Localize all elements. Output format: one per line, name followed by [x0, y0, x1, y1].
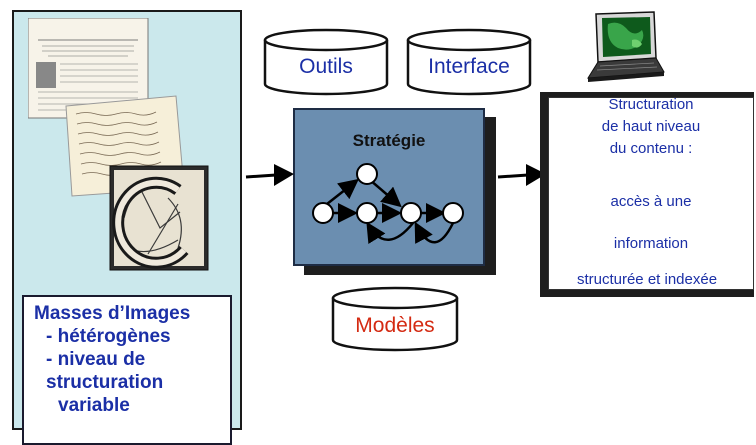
caption-title: Masses d’Images: [34, 303, 191, 324]
cylinder-icon: [406, 28, 532, 96]
cylinder-icon: [331, 286, 459, 352]
arrow-right-icon: [245, 164, 294, 186]
state-graph-icon: [312, 163, 464, 245]
models-database-cylinder: Modèles: [330, 286, 460, 352]
output-line-6: structurée et indexée: [576, 271, 718, 288]
structured-output-box: Structuration de haut niveau du contenu …: [548, 96, 754, 290]
output-line-2: de haut niveau: [601, 118, 701, 135]
output-line-5: information: [613, 235, 689, 252]
laptop-icon: [587, 11, 665, 82]
strategy-title: Stratégie: [352, 131, 426, 150]
cylinder-icon: [263, 28, 389, 96]
interface-database-cylinder: Interface: [405, 28, 533, 96]
output-line-1: Structuration: [608, 96, 694, 113]
interface-label: Interface: [428, 55, 510, 78]
arrow-right-icon: [497, 164, 546, 186]
models-label: Modèles: [355, 314, 435, 337]
tools-label: Outils: [299, 55, 353, 78]
caption-item-level: - niveau de: [46, 349, 146, 370]
caption-item-heterogeneous: - hétérogènes: [46, 326, 171, 347]
illuminated-initial-c-image: [109, 165, 209, 271]
output-line-4: accès à une: [610, 193, 692, 210]
document-images-illustration: [28, 18, 209, 271]
vesalius-book-page-image: [28, 18, 149, 119]
caption-item-structuration: structuration: [46, 372, 164, 393]
caption-item-variable: variable: [58, 395, 130, 416]
strategy-box: Stratégie: [293, 108, 485, 266]
image-mass-caption: Masses d’Images - hétérogènes - niveau d…: [22, 295, 232, 445]
output-line-3: du contenu :: [609, 140, 693, 157]
tools-database-cylinder: Outils: [262, 28, 390, 96]
